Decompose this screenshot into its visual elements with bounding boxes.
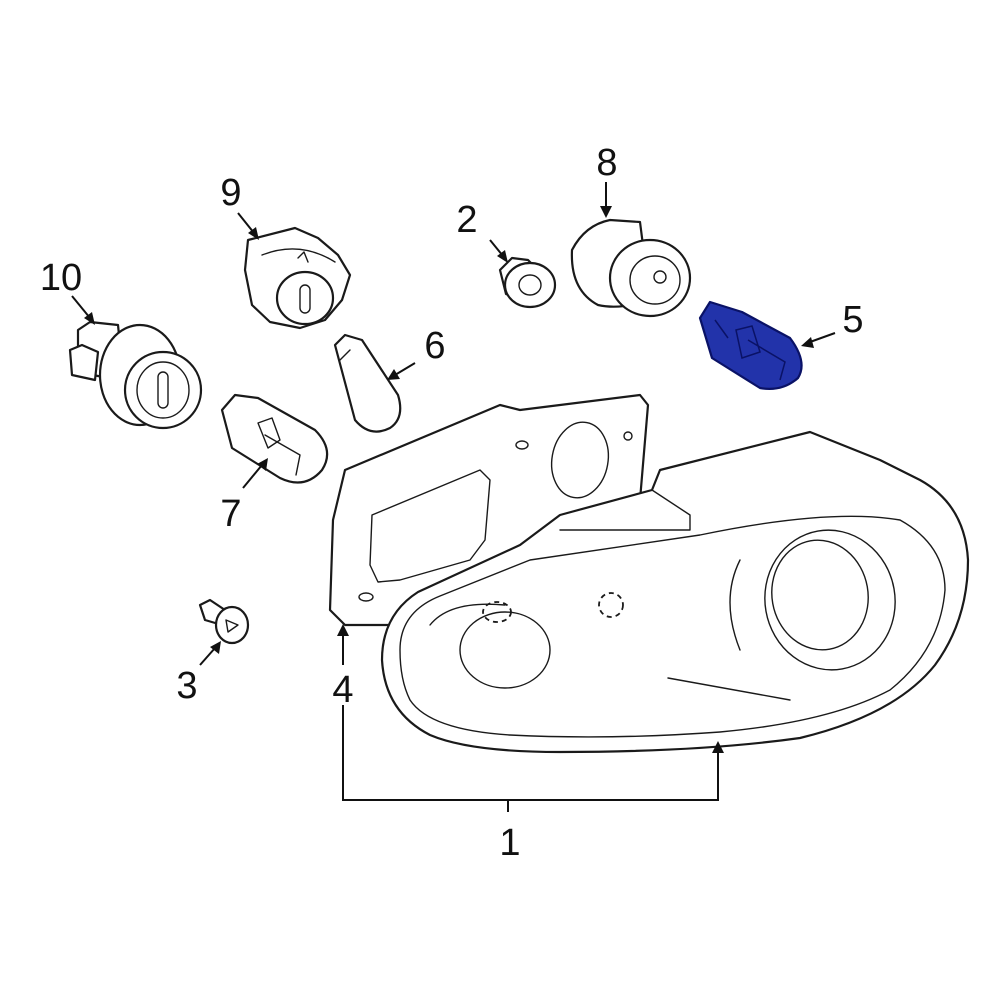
callout-7: 7 bbox=[220, 493, 241, 535]
socket-9 bbox=[243, 226, 352, 330]
callout-4: 4 bbox=[332, 669, 353, 711]
callout-labels: 1 2 3 4 5 6 7 8 9 10 bbox=[40, 142, 864, 864]
headlamp-assembly bbox=[380, 430, 970, 754]
wedge-bulb-6 bbox=[333, 333, 402, 433]
callout-8: 8 bbox=[596, 142, 617, 184]
callout-3: 3 bbox=[176, 665, 197, 707]
callout-5: 5 bbox=[842, 299, 863, 341]
bulb-socket-8 bbox=[570, 218, 692, 318]
bulb-5-highlighted bbox=[698, 300, 803, 390]
callout-6: 6 bbox=[424, 325, 445, 367]
callout-2: 2 bbox=[456, 199, 477, 241]
callout-1: 1 bbox=[499, 822, 520, 864]
push-pin-3 bbox=[198, 598, 250, 645]
bulb-7 bbox=[220, 393, 329, 484]
socket-10 bbox=[68, 320, 203, 430]
nut-2 bbox=[498, 256, 557, 309]
callout-9: 9 bbox=[220, 172, 241, 214]
callout-10: 10 bbox=[40, 257, 82, 299]
leader-arrows bbox=[71, 182, 836, 812]
